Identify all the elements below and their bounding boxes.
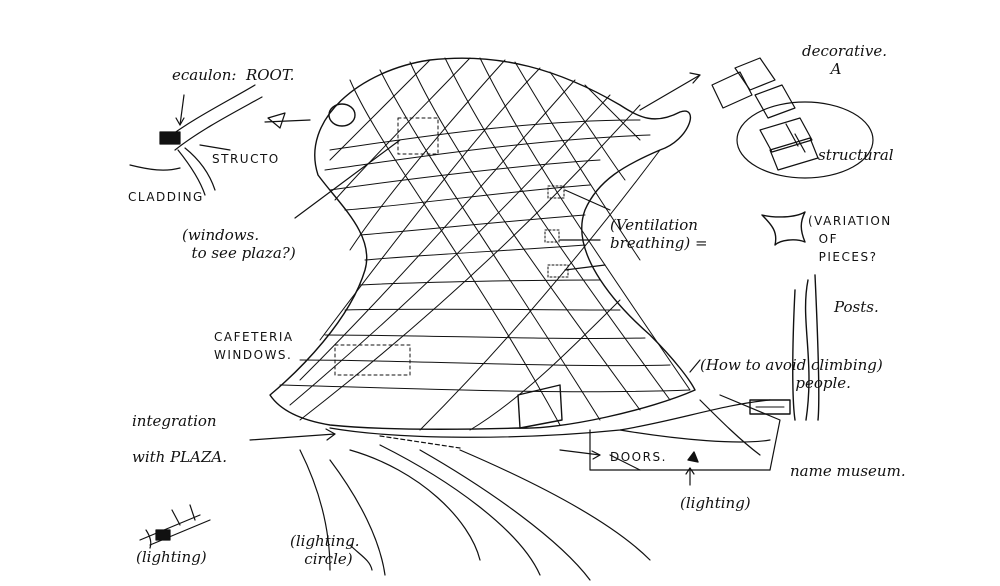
windows-plaza-label: (windows. to see plaza?) [182, 226, 296, 262]
variation-label: (VARIATION OF PIECES? [808, 214, 892, 264]
lighting-right-label: (lighting) [680, 494, 751, 512]
decorative-label: decorative. A [802, 42, 887, 78]
posts-label: Posts. [834, 298, 879, 316]
roof-label: ecaulon: ROOT. [172, 66, 295, 84]
posts-sketch [793, 275, 819, 420]
building-outline [270, 58, 695, 429]
name-museum-label: name museum. [790, 462, 906, 480]
ventilation-label: (Ventilation breathing) = [610, 216, 708, 252]
roof-detail-sketch [130, 85, 262, 195]
climbing-label: (How to avoid climbing) people. [700, 356, 883, 392]
cafeteria-label: CAFETERIA WINDOWS. [214, 330, 294, 362]
structural-label: structural [818, 146, 894, 164]
lighting-detail-sketch [140, 505, 210, 548]
dome-shape [329, 104, 355, 126]
facade-grid [280, 58, 690, 430]
variation-piece [762, 212, 805, 245]
lighting-left-label: (lighting) [136, 548, 207, 566]
doors-label: DOORS. [610, 450, 667, 464]
decorative-pieces [712, 58, 873, 178]
plaza-ground [300, 395, 780, 580]
integration-label: integration with PLAZA. [132, 412, 228, 466]
annotation-arrows [176, 73, 700, 570]
cladding-label: CLADDING [128, 190, 204, 204]
lighting-circle-label: (lighting. circle) [290, 532, 360, 568]
structure-label: STRUCTO [212, 152, 280, 166]
